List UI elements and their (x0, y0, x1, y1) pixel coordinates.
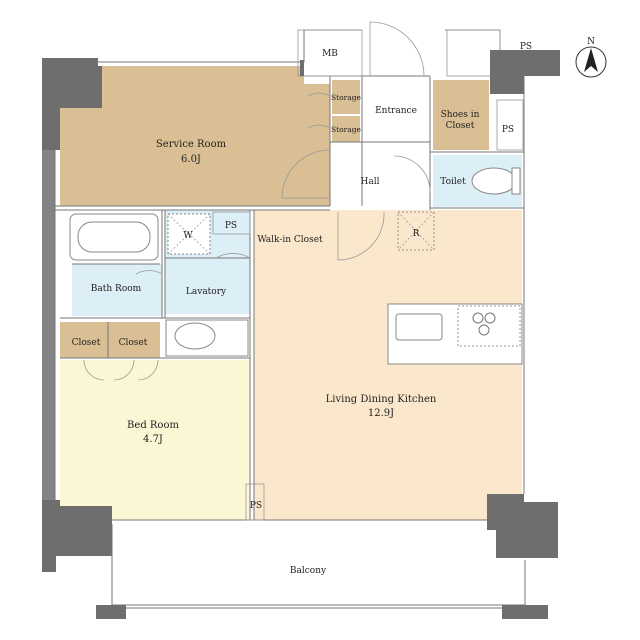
hall-label: Hall (361, 177, 380, 187)
closet-label-2: Closet (119, 338, 148, 348)
ps-bottom-label: PS (250, 501, 262, 511)
lavatory-label: Lavatory (186, 287, 227, 297)
walk-in-closet-label: Walk-in Closet (257, 235, 323, 245)
north-arrow: N (575, 37, 607, 78)
entrance-label: Entrance (375, 106, 417, 116)
storage-label-2: Storage (331, 125, 362, 134)
service-room-fill (60, 66, 330, 206)
shoes-closet-label-1: Shoes in (441, 110, 480, 120)
bed-room-size: 4.7J (143, 434, 163, 445)
door-swings (83, 21, 431, 381)
ps-right-label: PS (502, 125, 514, 135)
ldk-label: Living Dining Kitchen (326, 394, 437, 405)
fridge-spot (397, 211, 435, 251)
storage-label-1: Storage (331, 93, 362, 102)
ps-top-label: PS (520, 42, 532, 52)
storage-fill-1 (332, 80, 360, 114)
ldk-size: 12.9J (368, 408, 394, 419)
washer-label: W (183, 231, 193, 241)
bath-room-fill (72, 264, 162, 316)
bath-room-label: Bath Room (91, 284, 142, 294)
storage-fill-2 (332, 116, 360, 142)
bed-room-label: Bed Room (127, 420, 179, 431)
closet-label-1: Closet (72, 338, 101, 348)
toilet-bowl (471, 167, 517, 195)
shoes-closet-fill (433, 80, 489, 150)
balcony-label: Balcony (290, 566, 327, 576)
fridge-label: R (413, 229, 420, 239)
closets-fill (60, 322, 160, 358)
mb-label: MB (322, 49, 338, 59)
bed-room-fill (60, 360, 250, 520)
ldk-fill (254, 210, 522, 520)
service-room-size: 6.0J (181, 154, 201, 165)
structural-walls (42, 50, 560, 619)
fixtures (69, 167, 523, 365)
north-label: N (587, 37, 595, 47)
service-room-label: Service Room (156, 139, 227, 150)
ps-mid-label: PS (225, 221, 237, 231)
wall-lines (54, 29, 526, 609)
toilet-label: Toilet (440, 177, 466, 187)
shoes-closet-label-2: Closet (446, 121, 475, 131)
